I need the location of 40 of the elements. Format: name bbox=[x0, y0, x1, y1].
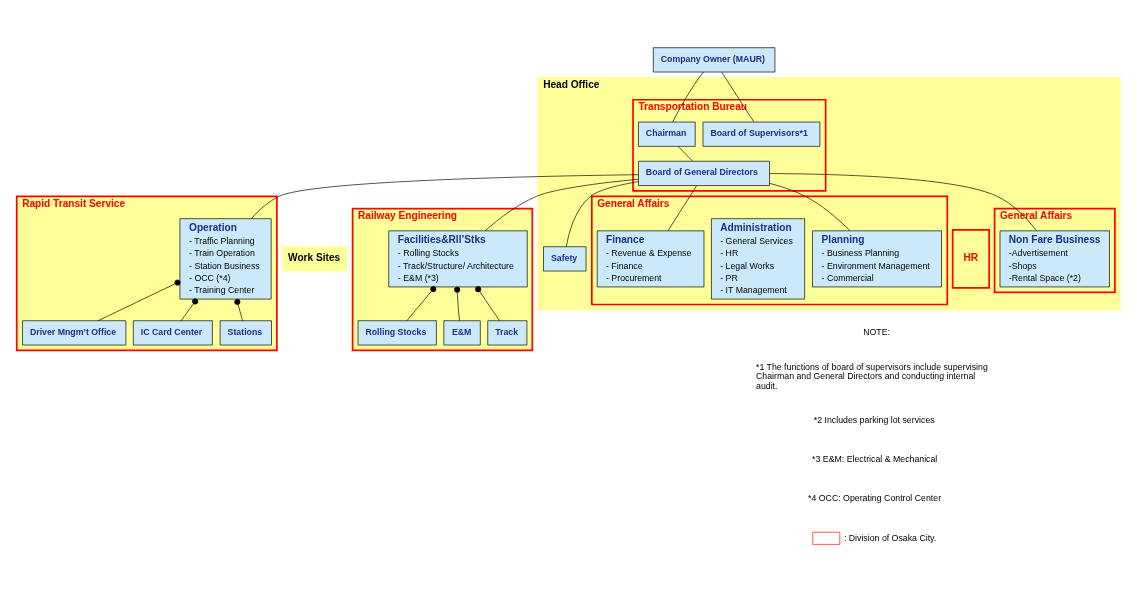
connector bbox=[251, 173, 639, 219]
label: *1 The functions of board of supervisors include supervising Chairman and General Directors and conducting internal audit. bbox=[756, 361, 988, 391]
connector bbox=[677, 145, 694, 162]
connector bbox=[565, 180, 639, 247]
connector bbox=[97, 279, 181, 321]
connector bbox=[454, 286, 461, 321]
connector bbox=[769, 172, 1037, 231]
node-box: E&M bbox=[443, 319, 481, 345]
connector bbox=[234, 298, 243, 321]
label: *4 OCC: Operating Control Center bbox=[808, 492, 942, 503]
node-box: Track bbox=[487, 319, 528, 345]
node-box: HR bbox=[951, 228, 990, 289]
node-box: IC Card Center bbox=[132, 319, 213, 345]
connector bbox=[721, 71, 755, 122]
node-box: Operation - Traffic Planning - Train Operation - Station Business - OCC (*4) - Training Center bbox=[179, 217, 272, 299]
label: *2 Includes parking lot services bbox=[813, 414, 935, 425]
connector bbox=[484, 178, 639, 231]
connector bbox=[406, 285, 437, 321]
connector bbox=[475, 285, 500, 321]
node-box: Work Sites bbox=[282, 245, 348, 271]
node-box: Board of Supervisors*1 bbox=[702, 121, 821, 147]
node-box: Rolling Stocks bbox=[357, 319, 437, 345]
node-box: Stations bbox=[219, 319, 272, 345]
connector bbox=[769, 182, 851, 231]
connector bbox=[180, 297, 199, 321]
connector bbox=[667, 184, 697, 231]
node-box: Board of General Directors bbox=[638, 160, 770, 186]
node-box: Planning - Business Planning - Environment Management - Commercial bbox=[812, 230, 942, 287]
node-box: Non Fare Business -Advertisement -Shops -Rental Space (*2) bbox=[999, 230, 1110, 287]
label: NOTE: bbox=[863, 326, 890, 337]
legend-label: : Division of Osaka City. bbox=[843, 532, 937, 543]
node-box: Safety bbox=[543, 245, 587, 271]
connector bbox=[672, 71, 704, 122]
node-box: Chairman bbox=[638, 121, 696, 147]
node-box: Administration - General Services - HR - Legal Works - PR - IT Management bbox=[711, 217, 806, 299]
node-box: Driver Mngm’t Office bbox=[22, 319, 127, 345]
node-box: Finance - Revenue & Expense - Finance - Procurement bbox=[596, 230, 705, 287]
node-box: Company Owner (MAUR) bbox=[652, 46, 776, 72]
label: *3 E&M: Electrical & Mechanical bbox=[812, 453, 938, 464]
node-box: Facilities&Rll’Stks - Rolling Stocks - Track/Structure/ Architecture - E&M (*3) bbox=[388, 230, 528, 287]
